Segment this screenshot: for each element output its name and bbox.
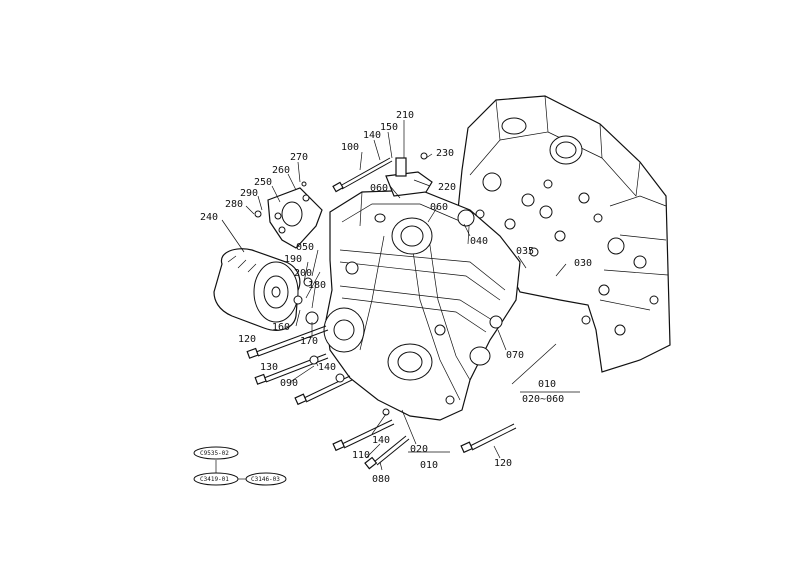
callout-090: 090 bbox=[280, 378, 298, 389]
reference-box-bottom-left bbox=[193, 472, 239, 486]
reference-boxes: C9535-02 C3419-01 C3146-03 bbox=[193, 446, 287, 486]
reference-box-top bbox=[193, 446, 239, 460]
gear-case-cover bbox=[323, 189, 521, 421]
callout-060-right: 060 bbox=[430, 202, 448, 213]
callout-040: 040 bbox=[470, 236, 488, 247]
callout-080: 080 bbox=[372, 474, 390, 485]
callout-120-left: 120 bbox=[238, 334, 256, 345]
callout-010-low: 010 bbox=[420, 460, 438, 471]
callout-070: 070 bbox=[506, 350, 524, 361]
callout-100: 100 bbox=[341, 142, 359, 153]
callout-010-right: 010 bbox=[538, 379, 556, 390]
reference-bottom-left: C3419-01 bbox=[200, 476, 229, 483]
callout-260: 260 bbox=[272, 165, 290, 176]
callout-140: 140 bbox=[363, 130, 381, 141]
oil-filter bbox=[213, 248, 301, 331]
callout-200: 200 bbox=[294, 268, 312, 279]
callout-130: 130 bbox=[260, 362, 278, 373]
filter-bracket bbox=[267, 187, 323, 249]
callout-160: 160 bbox=[272, 322, 290, 333]
callout-180: 180 bbox=[308, 280, 326, 291]
engine-block bbox=[457, 95, 671, 373]
callout-190: 190 bbox=[284, 254, 302, 265]
thermostat-housing bbox=[385, 157, 475, 227]
bolts bbox=[246, 152, 517, 470]
callout-030: 030 bbox=[574, 258, 592, 269]
callout-120-right: 120 bbox=[494, 458, 512, 469]
callout-035: 035 bbox=[516, 246, 534, 257]
callout-050: 050 bbox=[296, 242, 314, 253]
callout-110: 110 bbox=[352, 450, 370, 461]
callout-020-060: 020~060 bbox=[522, 394, 564, 405]
callout-250: 250 bbox=[254, 177, 272, 188]
callout-labels: 210 150 140 100 230 270 260 250 290 280 … bbox=[200, 110, 592, 485]
callout-240: 240 bbox=[200, 212, 218, 223]
reference-top: C9535-02 bbox=[200, 450, 229, 457]
callout-230: 230 bbox=[436, 148, 454, 159]
callout-020: 020 bbox=[410, 444, 428, 455]
leader-lines bbox=[221, 120, 580, 471]
callout-150: 150 bbox=[380, 122, 398, 133]
callout-140-low: 140 bbox=[372, 435, 390, 446]
callout-280: 280 bbox=[225, 199, 243, 210]
callout-270: 270 bbox=[290, 152, 308, 163]
callout-210: 210 bbox=[396, 110, 414, 121]
reference-bottom-right: C3146-03 bbox=[251, 476, 280, 483]
reference-box-bottom-right bbox=[245, 472, 287, 486]
callout-140-mid: 140 bbox=[318, 362, 336, 373]
callout-060-upper: 060 bbox=[370, 183, 388, 194]
callout-220: 220 bbox=[438, 182, 456, 193]
callout-290: 290 bbox=[240, 188, 258, 199]
callout-170: 170 bbox=[300, 336, 318, 347]
